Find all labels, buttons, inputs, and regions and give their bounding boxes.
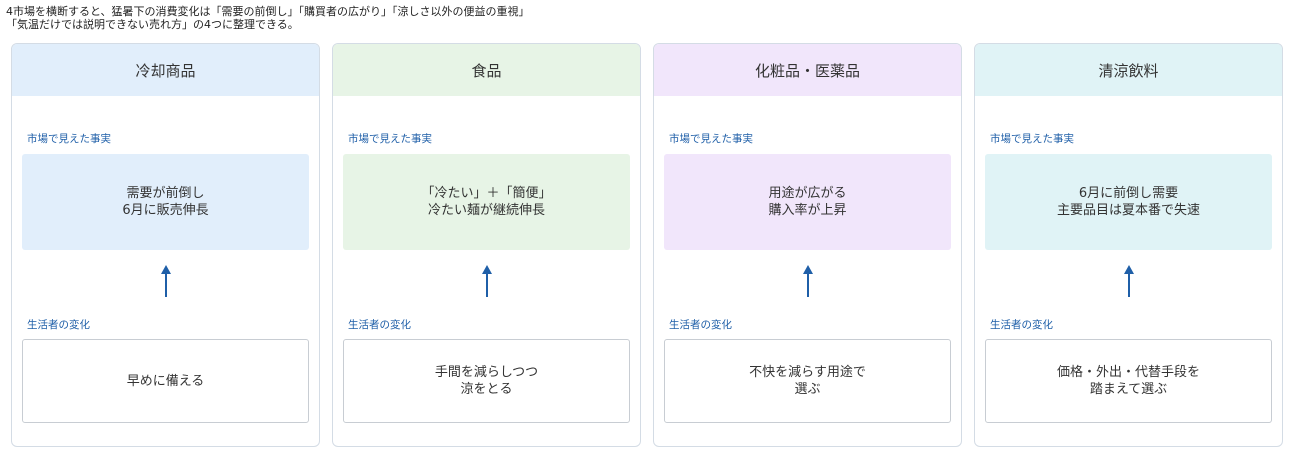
- change-section-label: 生活者の変化: [348, 319, 411, 331]
- fact-box: 6月に前倒し需要主要品目は夏本番で失速: [985, 154, 1272, 250]
- fact-section-label: 市場で見えた事実: [669, 133, 753, 145]
- fact-line: 主要品目は夏本番で失速: [1056, 203, 1200, 218]
- market-card: 冷却商品市場で見えた事実需要が前倒し 6月に販売伸長生活者の変化早めに備える: [11, 43, 320, 447]
- change-box: 価格・外出・代替手段を踏まえて選ぶ: [985, 339, 1272, 423]
- fact-line: 冷たい麺が継続伸長: [427, 203, 545, 218]
- card-title: 化粧品・医薬品: [654, 44, 961, 96]
- fact-line: 需要が前倒し: [126, 186, 205, 201]
- fact-box: 需要が前倒し 6月に販売伸長: [22, 154, 309, 250]
- change-section-label: 生活者の変化: [669, 319, 732, 331]
- market-card: 化粧品・医薬品市場で見えた事実用途が広がる購入率が上昇生活者の変化不快を減らす用…: [653, 43, 962, 447]
- market-card: 清涼飲料市場で見えた事実 6月に前倒し需要主要品目は夏本番で失速生活者の変化価格・…: [974, 43, 1283, 447]
- card-title: 食品: [333, 44, 640, 96]
- fact-section-label: 市場で見えた事実: [348, 133, 432, 145]
- fact-box: 「冷たい」＋「簡便」冷たい麺が継続伸長: [343, 154, 630, 250]
- intro-line-1: 4市場を横断すると、猛暑下の消費変化は「需要の前倒し」「購買者の広がり」「涼しさ…: [6, 5, 530, 18]
- up-arrow-icon: [160, 265, 171, 297]
- up-arrow-icon: [802, 265, 813, 297]
- card-title: 冷却商品: [12, 44, 319, 96]
- fact-line: 購入率が上昇: [768, 203, 847, 218]
- change-box: 手間を減らしつつ涼をとる: [343, 339, 630, 423]
- change-line: 早めに備える: [126, 373, 205, 389]
- change-box: 早めに備える: [22, 339, 309, 423]
- change-section-label: 生活者の変化: [990, 319, 1053, 331]
- change-line: 涼をとる: [460, 382, 513, 397]
- up-arrow-icon: [1123, 265, 1134, 297]
- change-section-label: 生活者の変化: [27, 319, 90, 331]
- change-line: 価格・外出・代替手段を: [1056, 365, 1200, 380]
- fact-line: 「冷たい」＋「簡便」: [421, 186, 552, 201]
- card-title: 清涼飲料: [975, 44, 1282, 96]
- fact-line: 用途が広がる: [768, 186, 847, 201]
- fact-section-label: 市場で見えた事実: [990, 133, 1074, 145]
- change-line: 手間を減らしつつ: [434, 365, 539, 380]
- change-box: 不快を減らす用途で選ぶ: [664, 339, 951, 423]
- fact-line: 6月に販売伸長: [122, 203, 209, 218]
- intro-text: 4市場を横断すると、猛暑下の消費変化は「需要の前倒し」「購買者の広がり」「涼しさ…: [6, 5, 530, 31]
- fact-line: 6月に前倒し需要: [1078, 186, 1179, 201]
- fact-section-label: 市場で見えた事実: [27, 133, 111, 145]
- market-card: 食品市場で見えた事実「冷たい」＋「簡便」冷たい麺が継続伸長生活者の変化手間を減ら…: [332, 43, 641, 447]
- change-line: 踏まえて選ぶ: [1089, 382, 1168, 397]
- fact-box: 用途が広がる購入率が上昇: [664, 154, 951, 250]
- change-line: 不快を減らす用途で: [749, 365, 866, 380]
- up-arrow-icon: [481, 265, 492, 297]
- change-line: 選ぶ: [794, 382, 821, 397]
- intro-line-2: 「気温だけでは説明できない売れ方」の4つに整理できる。: [6, 18, 299, 31]
